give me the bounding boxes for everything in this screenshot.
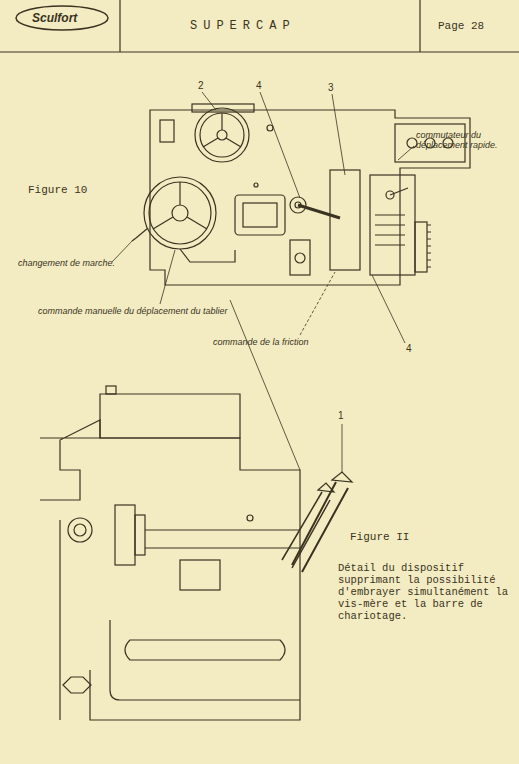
part-label: commande de la friction <box>213 337 309 347</box>
part-label: commutateur du déplacement rapide. <box>416 130 514 151</box>
callout-number: 4 <box>256 80 262 92</box>
figure-label: Figure 10 <box>28 184 87 197</box>
part-label: commande manuelle du déplacement du tabl… <box>38 306 228 316</box>
part-label: changement de marche. <box>18 258 115 268</box>
page-number: Page 28 <box>438 20 484 33</box>
callout-number: 2 <box>198 80 204 92</box>
leader-lines <box>112 92 414 472</box>
interlock-figure-II <box>40 386 352 720</box>
callout-number: 4 <box>406 343 412 355</box>
page-title: SUPERCAP <box>190 20 296 34</box>
callout-number: 3 <box>328 82 334 94</box>
callout-number: 1 <box>338 410 344 422</box>
logo-text: Sculfort <box>32 12 77 26</box>
figure-note: Détail du dispositif supprimant la possi… <box>338 562 510 622</box>
header-frame <box>0 0 519 52</box>
figure-label: Figure II <box>350 531 409 544</box>
